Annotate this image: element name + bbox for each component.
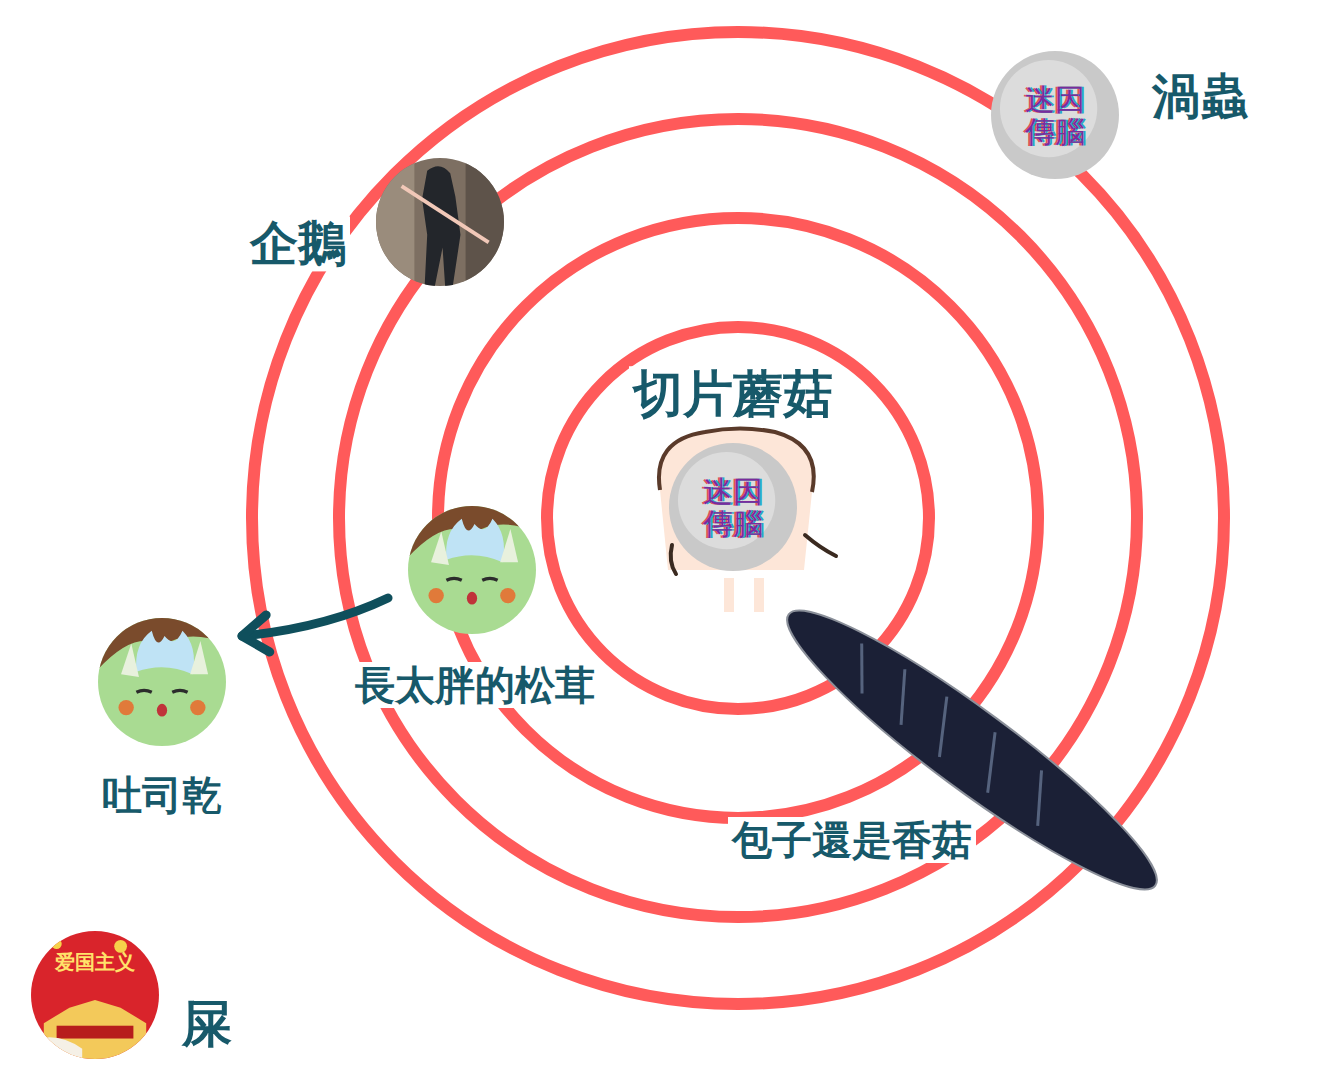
toast-figure [659,429,836,613]
avatar-node: 屎爱国主义 [31,931,159,1059]
ring [252,32,1224,1004]
toast-arm [671,545,676,574]
arrow-head [242,615,270,652]
avatar-text: 迷因傳腦 [1021,84,1089,147]
toast-body [659,429,814,571]
toast-leg [724,578,734,612]
avatar-node: 吐司乾 [98,618,226,746]
avatar-text: 爱国主义 [55,951,135,972]
name-label: 企鵝 [246,216,350,271]
target-rings [252,32,1224,1004]
name-label: 渦蟲 [1148,69,1252,124]
avatar-text: 迷因傳腦 [699,476,767,539]
avatar-node: 長太胖的松茸 [408,506,536,634]
avatar-picture [376,158,504,286]
name-label: 屎 [178,996,236,1054]
name-label: 吐司乾 [98,772,226,818]
avatar-picture [98,618,226,746]
avatar-node: 企鵝 [376,158,504,286]
name-label: 長太胖的松茸 [351,662,599,708]
avatar-picture [31,931,159,1059]
toast-arm [805,535,836,556]
name-label: 包子還是香菇 [728,817,976,863]
avatar-node: 切片蘑菇迷因傳腦 [669,443,797,571]
name-label: 切片蘑菇 [629,366,837,424]
ellipse-avatar-node: 包子還是香菇 [780,610,1165,890]
avatar-node: 渦蟲迷因傳腦 [991,51,1119,179]
avatar-picture [408,506,536,634]
toast-leg [754,578,764,612]
